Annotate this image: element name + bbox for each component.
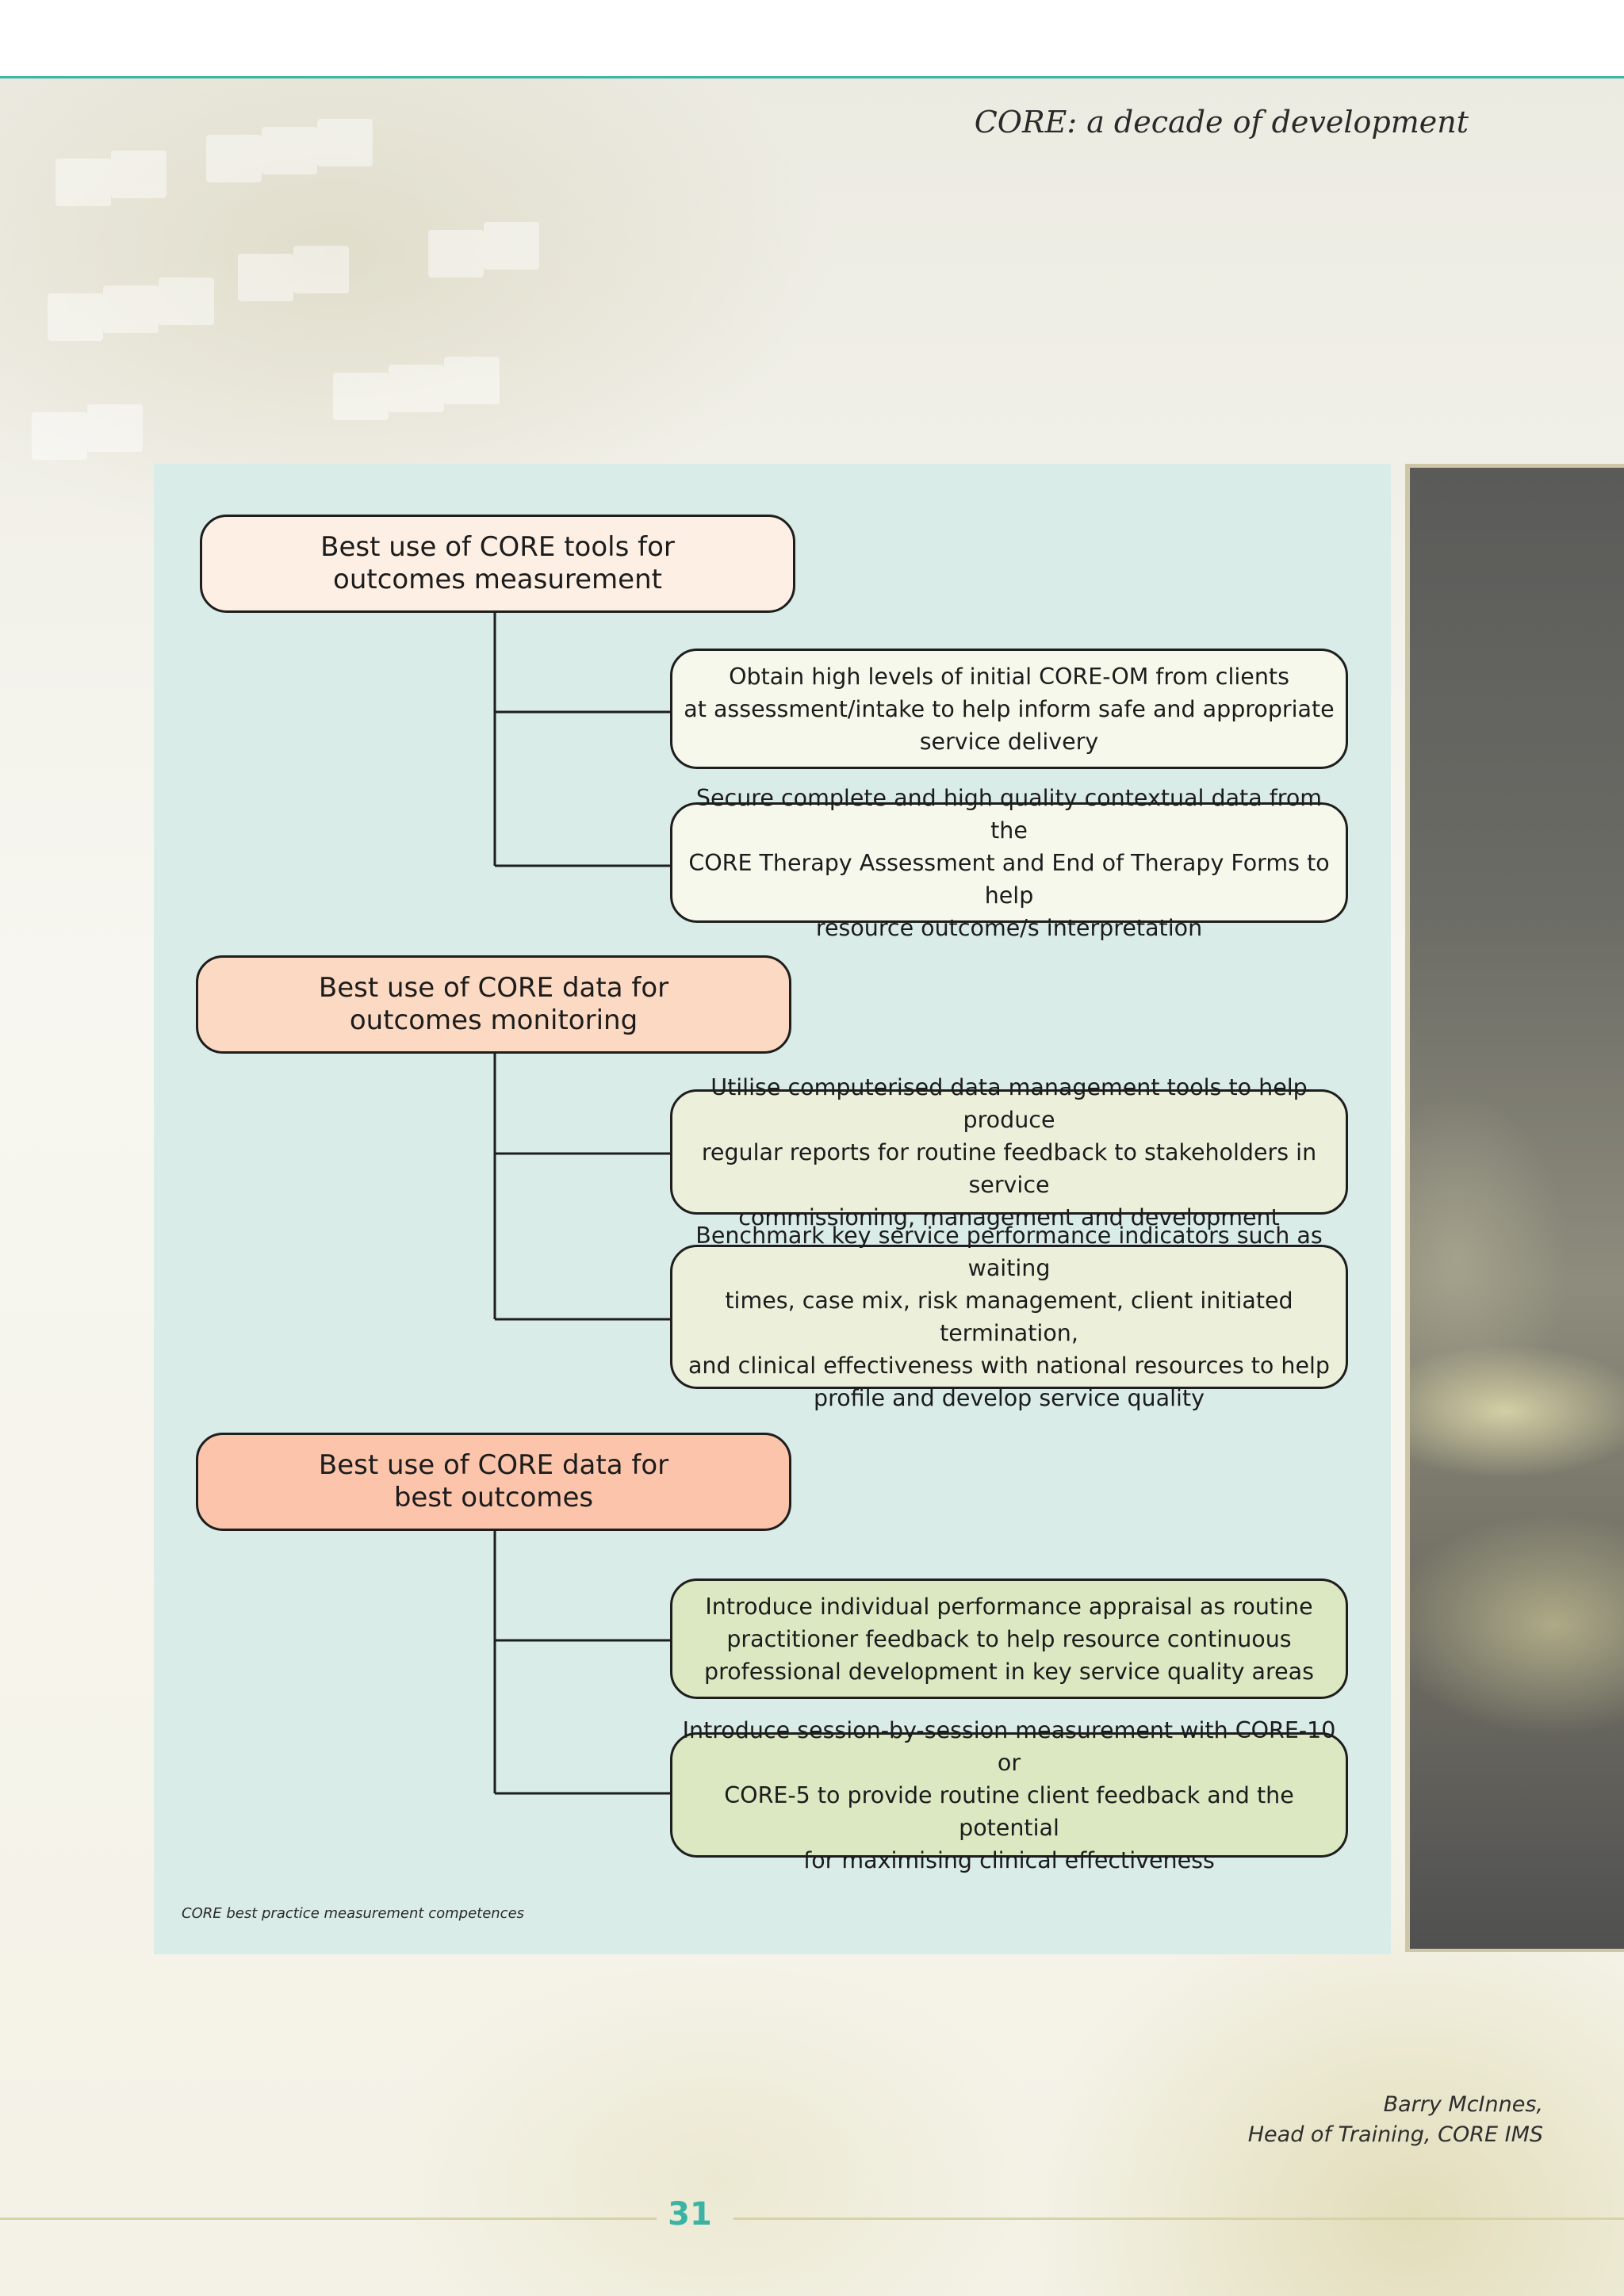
top-rule [0,76,1624,78]
competence-box: Obtain high levels of initial CORE-OM fr… [670,649,1348,769]
figure-caption: CORE best practice measurement competenc… [182,1905,525,1922]
competence-text: Introduce session-by-session measurement… [682,1716,1336,1873]
background-form-field [317,119,373,166]
background-form-field [87,404,143,452]
competence-box: Introduce individual performance apprais… [670,1578,1348,1699]
heading-box-measurement: Best use of CORE tools for outcomes meas… [200,515,795,613]
heading-text: Best use of CORE data for best outcomes [318,1449,669,1513]
background-form-field [333,373,389,420]
background-form-field [32,412,87,460]
background-form-field [206,135,262,182]
footer-rule-left [0,2218,657,2220]
background-form-field [428,230,484,277]
background-form-field [56,159,111,206]
heading-box-best-outcomes: Best use of CORE data for best outcomes [196,1433,791,1531]
heading-box-monitoring: Best use of CORE data for outcomes monit… [196,955,791,1054]
top-margin [0,0,1624,76]
background-form-field [262,127,317,174]
author-attribution: Barry McInnes, Head of Training, CORE IM… [1248,2090,1543,2150]
competence-box: Secure complete and high quality context… [670,785,1348,941]
footer-rule-right [733,2218,1624,2220]
background-form-field [111,151,167,198]
background-form-field [103,285,159,333]
background-form-field [444,357,500,404]
author-role: Head of Training, CORE IMS [1247,2122,1543,2147]
competence-text: Utilise computerised data management too… [701,1073,1317,1230]
competence-box: Utilise computerised data management too… [670,1074,1348,1230]
competence-text: Secure complete and high quality context… [688,784,1330,941]
background-form-field [159,277,214,325]
competence-text: Obtain high levels of initial CORE-OM fr… [684,663,1335,755]
competence-box: Introduce session-by-session measurement… [670,1717,1348,1873]
decorative-photo [1410,468,1624,1949]
background-form-field [484,222,539,270]
competence-text: Benchmark key service performance indica… [688,1223,1331,1411]
competence-box: Benchmark key service performance indica… [670,1223,1348,1411]
heading-text: Best use of CORE data for outcomes monit… [318,972,669,1036]
background-form-field [238,254,293,301]
author-name: Barry McInnes, [1383,2092,1543,2117]
background-form-field [389,365,444,412]
page-number: 31 [668,2196,712,2233]
heading-text: Best use of CORE tools for outcomes meas… [320,531,675,595]
background-form-field [293,246,349,293]
background-form-field [48,293,103,341]
running-header: CORE: a decade of development [974,105,1469,140]
competence-text: Introduce individual performance apprais… [704,1593,1314,1685]
